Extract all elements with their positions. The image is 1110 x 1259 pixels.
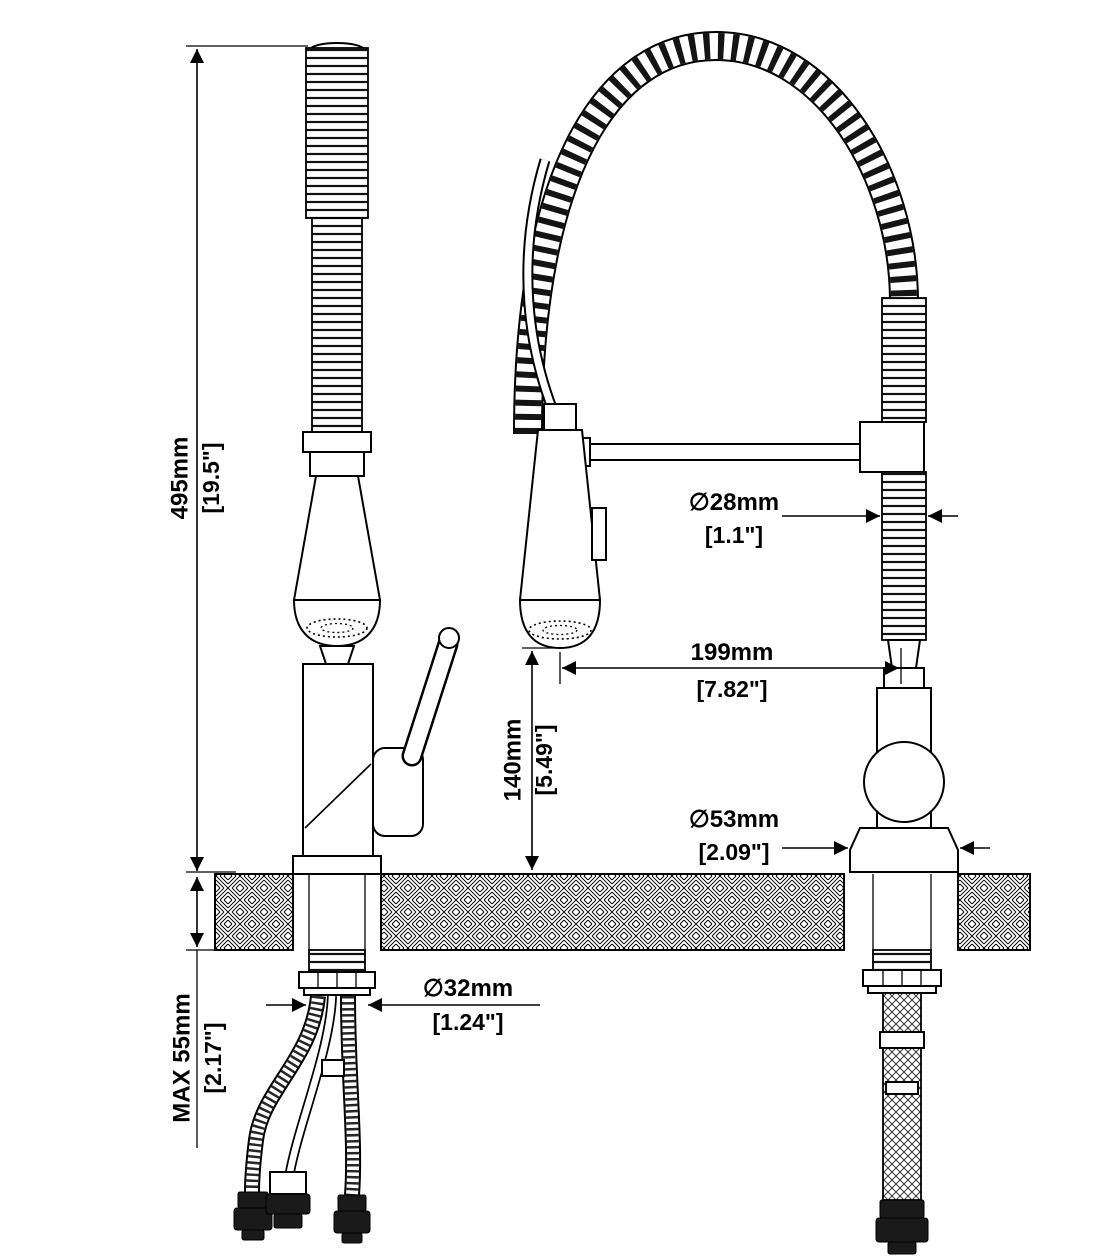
docked-spring-lower: [311, 217, 363, 433]
spout-dock: [318, 645, 356, 665]
hole-dia-mm-label: ∅32mm: [423, 975, 513, 1002]
threaded-shank: [308, 949, 366, 973]
left-faucet-body: [292, 663, 382, 875]
base-flange-front: [849, 827, 959, 873]
spring-column-lower: [881, 471, 927, 641]
dim-hose-coil-diameter: ∅28mm [1.1"]: [689, 489, 958, 548]
spring-hose-arch: [513, 30, 919, 435]
hose-coil-dia-in-label: [1.1"]: [705, 522, 763, 548]
supply-hose-left-curved: [233, 995, 326, 1241]
docked-spring-upper: [305, 47, 369, 219]
threaded-shank: [872, 949, 932, 971]
lever-end-cap: [438, 627, 460, 649]
countertop: [214, 873, 1031, 951]
base-dia-mm-label: ∅53mm: [689, 806, 779, 833]
dim-spout-reach: 199mm [7.82"]: [559, 639, 902, 702]
overall-height-mm-label: 495mm: [166, 437, 193, 520]
dim-overall-height: 495mm [19.5"]: [166, 45, 308, 873]
dim-hole-diameter: ∅32mm [1.24"]: [266, 975, 540, 1035]
dim-spout-height: 140mm [5.49"]: [499, 647, 564, 870]
aerator-face: [528, 620, 592, 640]
arm-collar-block: [859, 421, 925, 473]
right-faucet-body: [849, 639, 959, 873]
base-dia-in-label: [2.09"]: [699, 839, 770, 865]
aerator-face: [306, 618, 368, 638]
overall-height-in-label: [19.5"]: [198, 443, 224, 514]
inner-hose: [522, 158, 562, 421]
spout-reach-mm-label: 199mm: [691, 639, 774, 666]
spray-head-front: [518, 403, 607, 650]
right-underdeck-assembly: [862, 949, 942, 1255]
hose-connector: [302, 431, 372, 477]
dim-base-diameter: ∅53mm [2.09"]: [689, 806, 990, 865]
hose-coil-dia-mm-label: ∅28mm: [689, 489, 779, 516]
dim-deck-thickness: MAX 55mm [2.17"]: [168, 877, 236, 1148]
spring-column-upper: [881, 297, 927, 423]
quick-connect-fitting: [879, 1031, 925, 1049]
braided-hose-right: [882, 992, 922, 1201]
hole-dia-in-label: [1.24"]: [433, 1009, 504, 1035]
spout-height-mm-label: 140mm: [499, 719, 526, 802]
support-arm: [575, 437, 863, 467]
base-flange-side: [292, 855, 382, 875]
left-underdeck-assembly: [233, 949, 376, 1244]
washer: [867, 985, 937, 994]
handle-hub: [863, 741, 945, 823]
supply-hose-left-straight: [321, 995, 371, 1244]
hose-clip: [321, 1059, 345, 1077]
spout-reach-in-label: [7.82"]: [697, 676, 768, 702]
handle-lever: [372, 627, 460, 837]
spray-wand-side: [292, 475, 382, 648]
sprayer-hose-left: [265, 995, 337, 1229]
right-faucet-front-view: [513, 30, 959, 873]
deck-max-mm-label: MAX 55mm: [168, 993, 195, 1122]
spout-height-in-label: [5.49"]: [531, 725, 557, 796]
left-faucet-side-view: [292, 42, 460, 875]
deck-max-in-label: [2.17"]: [200, 1023, 226, 1094]
washer: [303, 987, 371, 996]
